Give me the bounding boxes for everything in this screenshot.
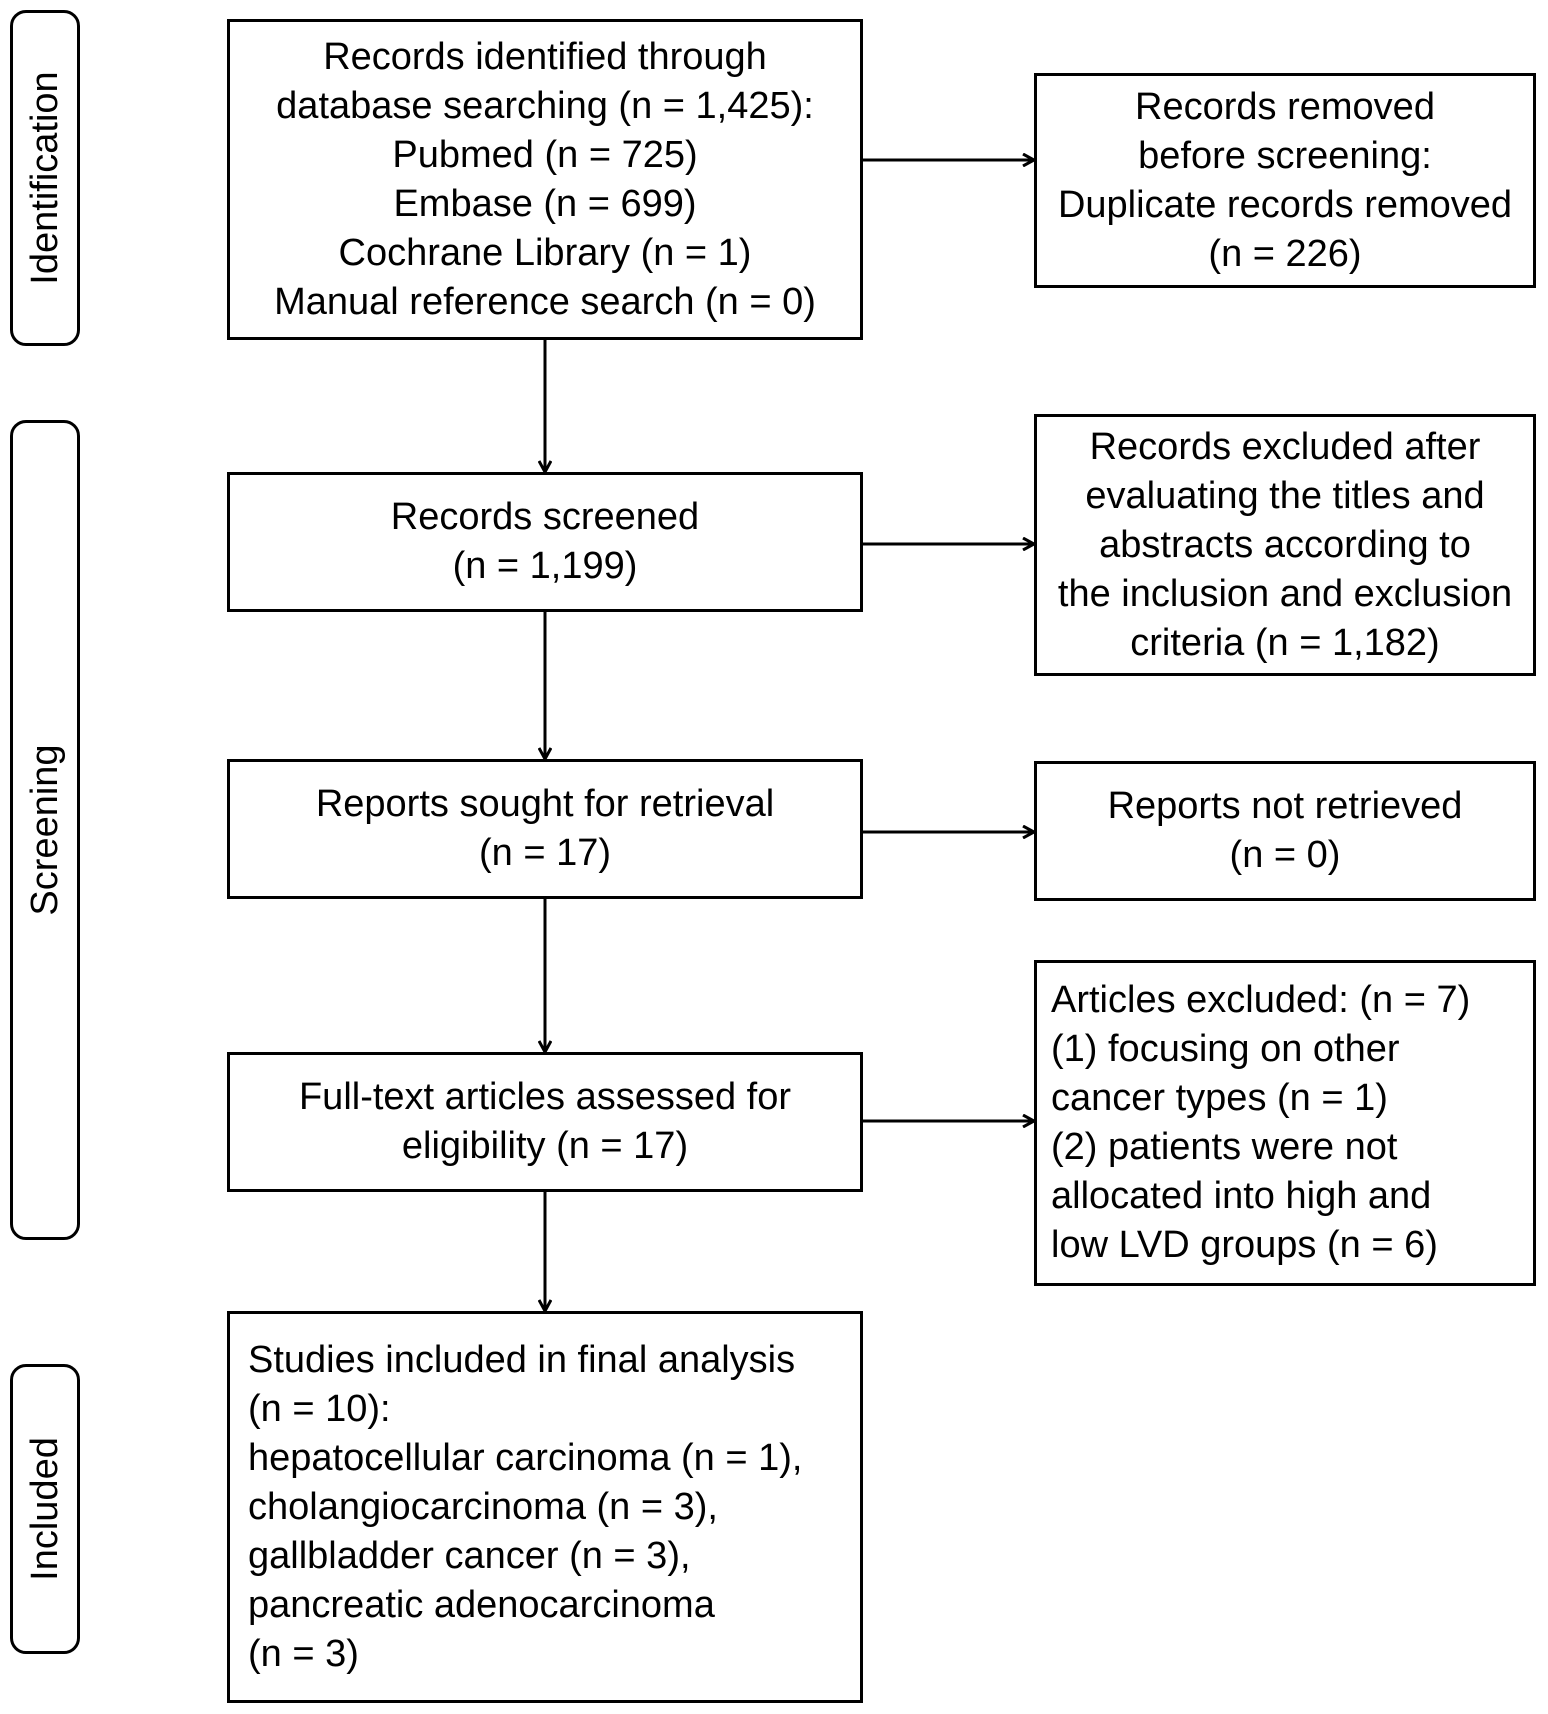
box-line: Embase (n = 699)	[393, 182, 697, 225]
box-full-text-assessed: Full-text articles assessed for eligibil…	[227, 1052, 863, 1192]
box-records-excluded: Records excluded after evaluating the ti…	[1034, 414, 1536, 676]
box-line: allocated into high and	[1051, 1175, 1432, 1217]
box-line: Full-text articles assessed for	[298, 1076, 792, 1118]
phase-identification: Identification	[10, 10, 80, 346]
box-records-screened: Records screened (n = 1,199)	[227, 472, 863, 612]
box-line: Reports not retrieved	[1107, 785, 1463, 827]
box-line: (n = 0)	[1229, 834, 1341, 876]
box-line: Pubmed (n = 725)	[392, 133, 698, 176]
box-line: Manual reference search (n = 0)	[274, 280, 816, 323]
box-line: Reports sought for retrieval	[315, 783, 775, 825]
box-line: abstracts according to	[1099, 523, 1471, 566]
box-line: eligibility (n = 17)	[401, 1125, 689, 1167]
box-records-removed: Records removed before screening: Duplic…	[1034, 73, 1536, 288]
box-line: Articles excluded: (n = 7)	[1051, 979, 1471, 1021]
box-line: (n = 3)	[248, 1632, 359, 1675]
phase-screening: Screening	[10, 420, 80, 1240]
box-records-identified: Records identified through database sear…	[227, 19, 863, 340]
box-reports-not-retrieved: Reports not retrieved (n = 0)	[1034, 761, 1536, 901]
box-line: pancreatic adenocarcinoma	[248, 1583, 715, 1626]
box-line: (n = 226)	[1208, 232, 1362, 275]
box-line: Records excluded after	[1089, 425, 1481, 468]
box-line: Cochrane Library (n = 1)	[338, 231, 752, 274]
box-line: Duplicate records removed	[1057, 183, 1513, 226]
box-line: (n = 17)	[478, 832, 612, 874]
box-line: Records removed	[1135, 85, 1435, 128]
phase-included: Included	[10, 1364, 80, 1654]
box-line: Records identified through	[323, 35, 767, 78]
box-line: Records screened	[390, 496, 700, 538]
box-line: hepatocellular carcinoma (n = 1),	[248, 1436, 803, 1479]
box-line: the inclusion and exclusion	[1057, 572, 1513, 615]
box-studies-included: Studies included in final analysis (n = …	[227, 1311, 863, 1703]
box-line: Studies included in final analysis	[248, 1338, 796, 1381]
box-line: gallbladder cancer (n = 3),	[248, 1534, 691, 1577]
box-line: cancer types (n = 1)	[1051, 1077, 1388, 1119]
box-line: (2) patients were not	[1051, 1126, 1398, 1168]
box-line: low LVD groups (n = 6)	[1051, 1224, 1438, 1266]
box-line: (n = 10):	[248, 1387, 391, 1430]
box-line: database searching (n = 1,425):	[276, 84, 814, 127]
box-line: criteria (n = 1,182)	[1130, 621, 1440, 664]
box-reports-sought: Reports sought for retrieval (n = 17)	[227, 759, 863, 899]
box-line: before screening:	[1138, 134, 1432, 177]
box-line: cholangiocarcinoma (n = 3),	[248, 1485, 718, 1528]
box-articles-excluded: Articles excluded: (n = 7) (1) focusing …	[1034, 960, 1536, 1286]
box-line: (n = 1,199)	[452, 545, 638, 587]
box-line: evaluating the titles and	[1085, 474, 1485, 517]
box-line: (1) focusing on other	[1051, 1028, 1400, 1070]
